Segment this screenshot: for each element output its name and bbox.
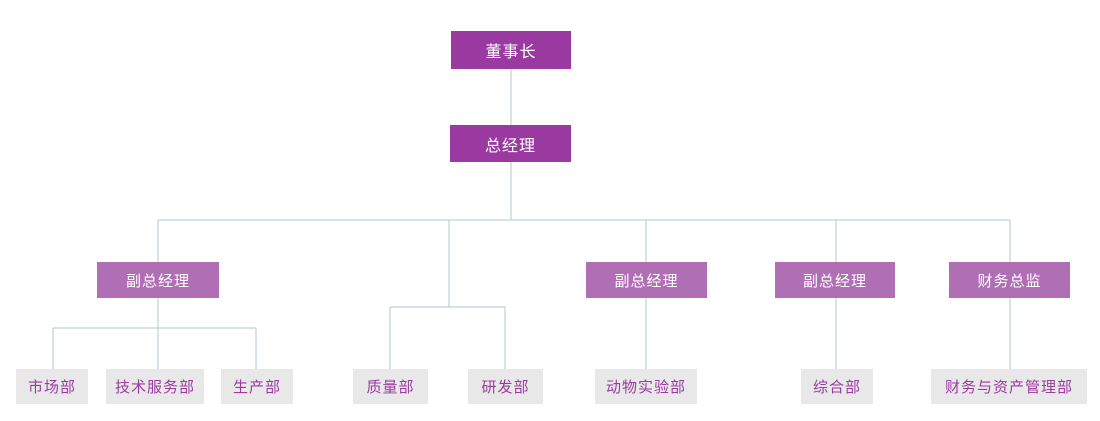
org-node-finance-asset-dept: 财务与资产管理部 — [931, 369, 1087, 404]
org-node-finance-director: 财务总监 — [949, 262, 1070, 298]
org-node-general-dept: 综合部 — [801, 369, 873, 404]
org-node-general-manager: 总经理 — [450, 125, 571, 162]
org-node-animal-lab-dept: 动物实验部 — [595, 369, 697, 404]
org-node-deputy-gm-1: 副总经理 — [97, 262, 219, 298]
org-node-chairman: 董事长 — [451, 31, 571, 69]
org-node-production-dept: 生产部 — [221, 369, 293, 404]
org-node-quality-dept: 质量部 — [353, 369, 428, 404]
org-node-deputy-gm-3: 副总经理 — [775, 262, 895, 298]
org-node-tech-service-dept: 技术服务部 — [106, 369, 204, 404]
org-node-deputy-gm-2: 副总经理 — [586, 262, 707, 298]
org-node-marketing-dept: 市场部 — [16, 369, 88, 404]
org-node-rnd-dept: 研发部 — [468, 369, 543, 404]
